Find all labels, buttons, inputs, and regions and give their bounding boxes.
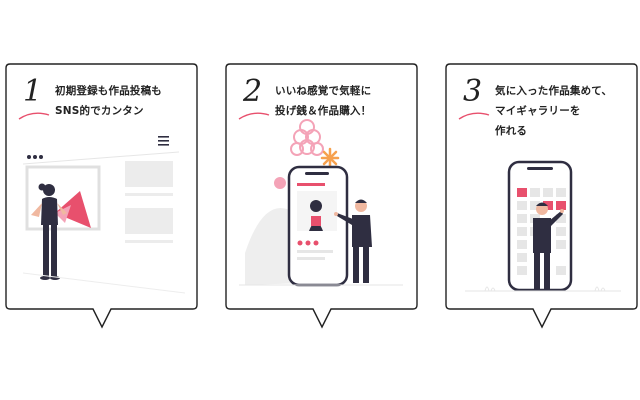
step-number: 1 [23, 74, 43, 109]
smartphone-illustration [239, 119, 403, 287]
smartphone-illustration [465, 160, 621, 292]
step-card-3: 3 気に入った作品集めて、 マイギャラリーを 作れる [445, 63, 638, 329]
step-text-line: SNS的でカンタン [55, 105, 144, 117]
underline-swoosh [18, 112, 50, 120]
step-text-line: 投げ銭＆作品購入！ [275, 105, 372, 117]
asterisk-icon [320, 147, 340, 169]
heart-icon [297, 240, 319, 246]
step-text-line: いいね感覚で気軽に [275, 85, 372, 97]
step-card-1: 1 初期登録も作品投稿も SNS的でカンタン [5, 63, 198, 329]
step-number: 2 [243, 74, 263, 109]
underline-swoosh [458, 112, 490, 120]
step-text-line: マイギャラリーを [495, 105, 581, 117]
browser-window-illustration [22, 136, 186, 294]
step-card-2: 2 いいね感覚で気軽に 投げ銭＆作品購入！ [225, 63, 418, 329]
menu-icon [158, 136, 169, 146]
step-text-line: 初期登録も作品投稿も [55, 85, 162, 97]
step-text-line: 気に入った作品集めて、 [495, 85, 613, 97]
flower-icon [290, 119, 324, 156]
underline-swoosh [238, 112, 270, 120]
step-number: 3 [463, 74, 483, 109]
step-text-line: 作れる [495, 125, 528, 137]
